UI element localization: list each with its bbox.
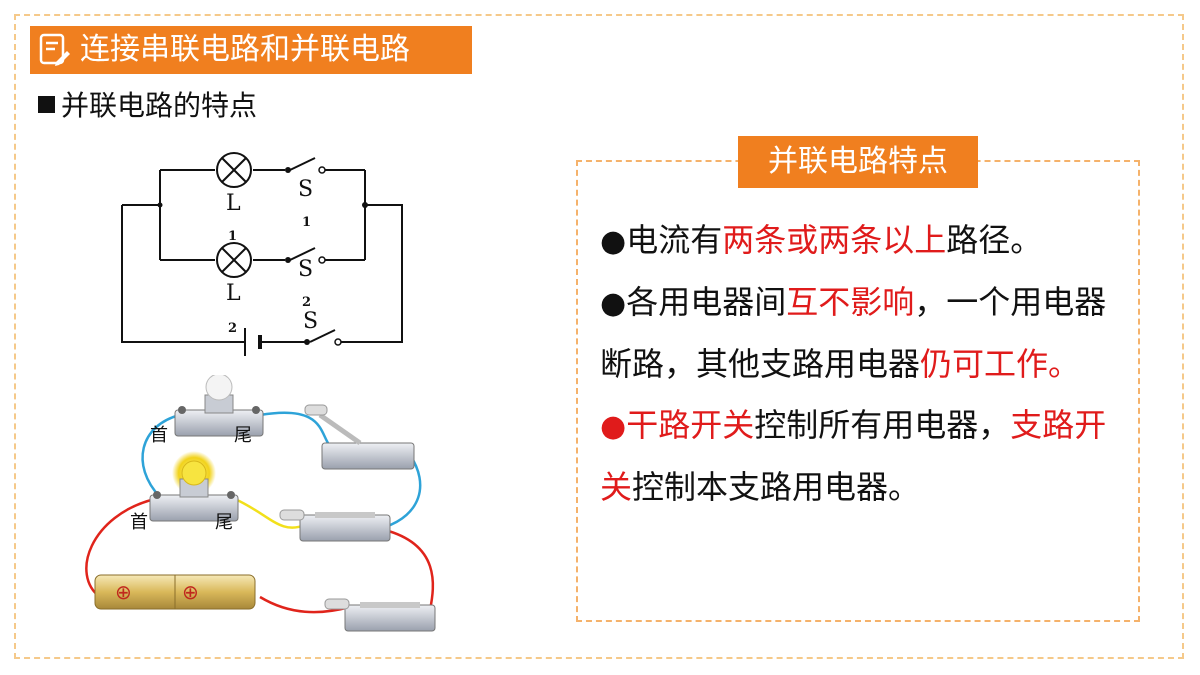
label-L1: L (226, 191, 241, 216)
label-tail-1: 尾 (234, 425, 252, 446)
switch-2 (299, 514, 391, 542)
battery-sign-1: ⊕ (115, 580, 132, 604)
square-bullet-icon (38, 95, 55, 113)
label-S2: S (298, 257, 313, 282)
label-head-2: 首 (130, 512, 148, 533)
bullet-dot: ● (600, 224, 627, 259)
parallel-circuit-diagram: L 1 S 1 L 2 S 2 S (121, 152, 403, 356)
summary-points: ●电流有两条或两条以上路径。 ●各用电器间互不影响，一个用电器断路，其他支路用电… (600, 210, 1120, 518)
bullet-dot-red: ● (600, 409, 627, 444)
bullet-dot: ● (600, 286, 627, 321)
subtitle-text: 并联电路的特点 (61, 89, 258, 122)
label-head-1: 首 (150, 425, 168, 446)
switch-1 (321, 442, 415, 470)
page-title: 连接串联电路和并联电路 (80, 32, 410, 67)
summary-header: 并联电路特点 (738, 136, 978, 188)
point-2: ●各用电器间互不影响，一个用电器断路，其他支路用电器仍可工作。 (600, 283, 1107, 383)
label-L1-sub: 1 (228, 229, 237, 244)
point-3: ●干路开关控制所有用电器，支路开关控制本支路用电器。 (600, 406, 1107, 506)
physical-circuit-illustration: ⊕ ⊕ 首 尾 首 尾 (85, 375, 436, 632)
section-subtitle: 并联电路的特点 (38, 84, 257, 124)
point-1: ●电流有两条或两条以上路径。 (600, 221, 1043, 259)
slide-frame (14, 14, 1184, 659)
notes-pencil-icon (39, 33, 70, 66)
label-S1: S (298, 177, 313, 202)
label-S-main: S (303, 309, 318, 334)
title-bar: 连接串联电路和并联电路 (30, 26, 472, 74)
label-L2: L (226, 281, 241, 306)
battery-sign-2: ⊕ (182, 580, 199, 604)
label-L2-sub: 2 (228, 321, 237, 336)
label-S1-sub: 1 (302, 215, 311, 230)
label-S2-sub: 2 (302, 295, 311, 310)
label-tail-2: 尾 (215, 512, 233, 533)
switch-main (344, 604, 436, 632)
